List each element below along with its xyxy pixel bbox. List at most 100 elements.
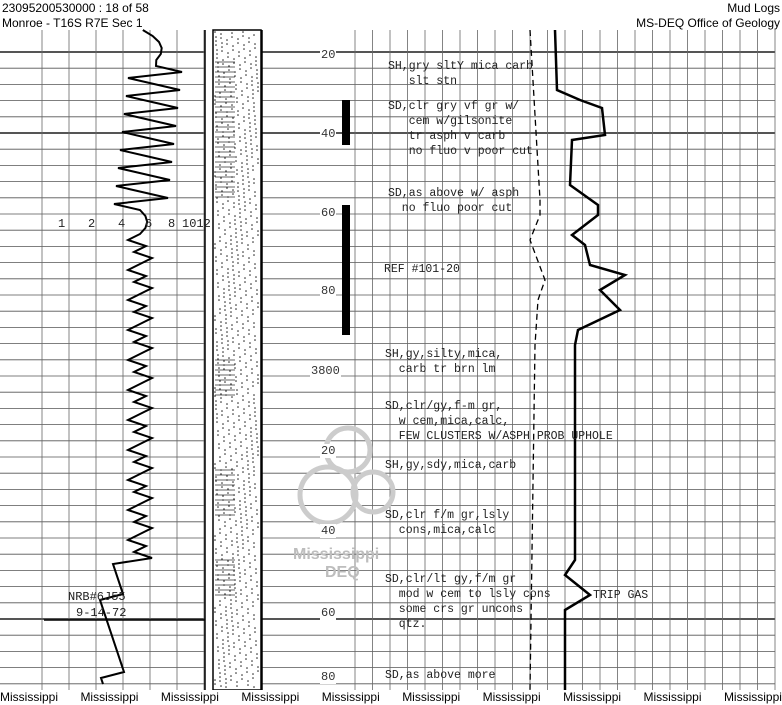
sand-dot (236, 681, 238, 683)
sand-dot (225, 538, 227, 540)
sand-dot (253, 182, 255, 184)
sand-dot (243, 120, 245, 122)
sand-dot (248, 41, 250, 43)
sand-dot (219, 312, 221, 314)
sand-dot (223, 148, 225, 150)
sand-dot (225, 390, 227, 392)
sand-dot (219, 456, 221, 458)
sand-dot (245, 506, 247, 508)
sand-dot (231, 616, 233, 618)
sand-dot (229, 298, 231, 300)
depth-label: 80 (320, 670, 337, 684)
sand-dot (214, 611, 216, 613)
sand-dot (249, 418, 251, 420)
sand-dot (241, 534, 243, 536)
sand-dot (253, 250, 255, 252)
sand-dot (239, 360, 241, 362)
sand-dot (232, 561, 234, 563)
sand-dot (255, 500, 257, 502)
sand-dot (219, 532, 221, 534)
sand-dot (241, 234, 243, 236)
sand-dot (224, 301, 226, 303)
sand-dot (219, 680, 221, 682)
sand-dot (248, 481, 250, 483)
sand-dot (257, 234, 259, 236)
sand-dot (223, 220, 225, 222)
sand-dot (222, 643, 224, 645)
sand-dot (224, 89, 226, 91)
scale-label: 1 (58, 217, 66, 231)
sand-dot (237, 190, 239, 192)
sand-dot (223, 440, 225, 442)
sand-dot (248, 261, 250, 263)
sand-dot (215, 44, 217, 46)
sand-dot (240, 153, 242, 155)
sand-dot (226, 331, 228, 333)
sand-dot (227, 340, 229, 342)
sand-dot (251, 228, 253, 230)
sand-dot (240, 513, 242, 515)
sand-dot (241, 606, 243, 608)
sand-dot (234, 655, 236, 657)
sand-dot (256, 585, 258, 587)
sand-dot (253, 102, 255, 104)
sand-dot (253, 470, 255, 472)
sand-dot (252, 529, 254, 531)
sand-dot (246, 671, 248, 673)
sand-dot (241, 94, 243, 96)
sand-dot (218, 371, 220, 373)
sand-dot (225, 246, 227, 248)
sand-dot (245, 290, 247, 292)
sand-dot (231, 540, 233, 542)
sand-dot (218, 83, 220, 85)
sand-dot (214, 539, 216, 541)
sand-dot (257, 302, 259, 304)
sand-dot (242, 399, 244, 401)
sand-dot (240, 445, 242, 447)
sand-dot (246, 379, 248, 381)
sand-dot (249, 634, 251, 636)
sand-dot (217, 578, 219, 580)
sand-dot (233, 202, 235, 204)
sand-dot (233, 350, 235, 352)
sand-dot (232, 629, 234, 631)
sand-dot (220, 109, 222, 111)
sand-dot (245, 70, 247, 72)
sand-dot (244, 129, 246, 131)
sand-dot (244, 501, 246, 503)
sand-dot (249, 270, 251, 272)
sand-dot (229, 154, 231, 156)
sand-dot (215, 260, 217, 262)
sand-dot (241, 242, 243, 244)
sand-dot (226, 187, 228, 189)
sand-dot (229, 222, 231, 224)
sand-dot (237, 182, 239, 184)
sand-dot (219, 388, 221, 390)
stamp-text: Mississippi (293, 546, 380, 563)
sand-dot (230, 311, 232, 313)
sand-dot (244, 573, 246, 575)
sand-dot (253, 394, 255, 396)
sand-dot (252, 601, 254, 603)
sand-dot (238, 347, 240, 349)
sand-dot (216, 273, 218, 275)
sand-dot (222, 495, 224, 497)
scale-label: 6 (145, 217, 153, 231)
sand-dot (226, 39, 228, 41)
sand-dot (234, 439, 236, 441)
sand-dot (215, 40, 217, 42)
sand-dot (231, 36, 233, 38)
sand-dot (247, 176, 249, 178)
sand-dot (221, 42, 223, 44)
sand-dot (229, 518, 231, 520)
sand-dot (243, 632, 245, 634)
watermark-text: Mississippi (80, 690, 139, 704)
sand-dot (231, 328, 233, 330)
sand-dot (230, 455, 232, 457)
sand-dot (240, 225, 242, 227)
sand-dot (251, 368, 253, 370)
sand-dot (223, 360, 225, 362)
sand-dot (226, 327, 228, 329)
sand-dot (236, 101, 238, 103)
